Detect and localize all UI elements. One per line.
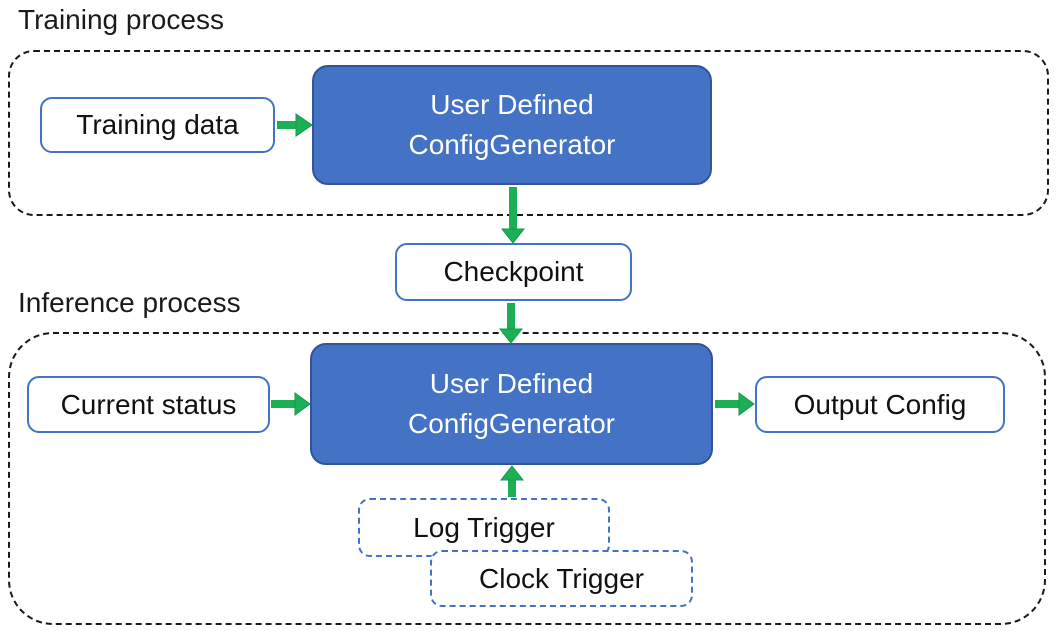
checkpoint-node: Checkpoint — [395, 243, 632, 301]
log-trigger-node: Log Trigger — [358, 498, 610, 557]
config-generator-training-node: User Defined ConfigGenerator — [312, 65, 712, 185]
training-section-label: Training process — [18, 4, 224, 35]
inference-section-label: Inference process — [18, 287, 241, 318]
training-data-node: Training data — [40, 97, 275, 153]
config-generator-inference-line1: User Defined — [429, 368, 594, 399]
training-process-container — [8, 50, 1049, 216]
config-generator-training-line2: ConfigGenerator — [408, 129, 616, 160]
clock-trigger-node: Clock Trigger — [430, 550, 693, 607]
inference-process-container — [8, 332, 1046, 625]
config-generator-inference-node: User Defined ConfigGenerator — [310, 343, 713, 465]
output-config-node: Output Config — [755, 376, 1005, 433]
config-generator-training-line1: User Defined — [430, 89, 594, 120]
config-generator-inference-line2: ConfigGenerator — [407, 408, 615, 439]
current-status-node: Current status — [27, 376, 270, 433]
